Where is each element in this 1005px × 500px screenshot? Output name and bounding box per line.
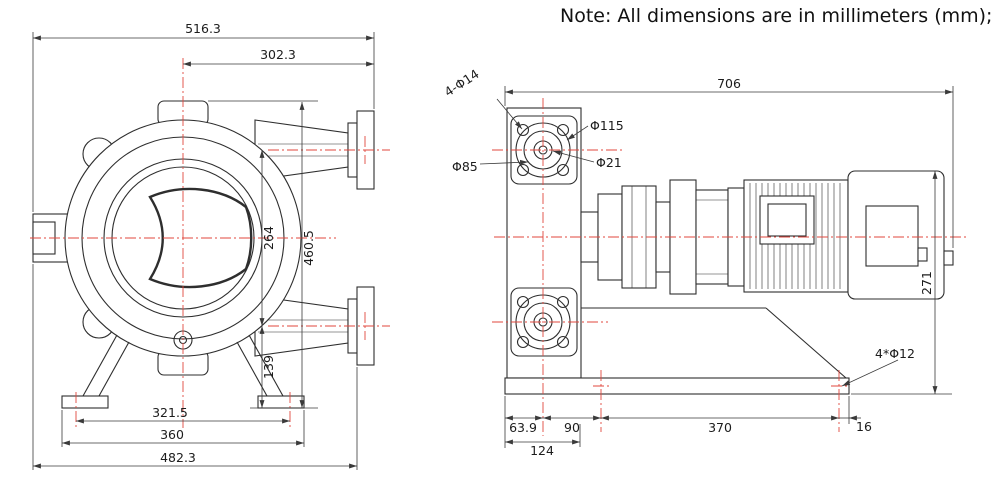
dim-flange-to-hole: 90 — [564, 420, 580, 435]
dim-base-height: 271 — [919, 271, 934, 295]
fan-cover — [847, 170, 954, 300]
side-centerlines — [492, 98, 968, 436]
dim-flange-to-center: 302.3 — [260, 47, 296, 62]
dim-overall-length: 706 — [717, 76, 741, 91]
dim-port-spacing: 264 — [261, 226, 276, 250]
label-shaft-diameter: Φ21 — [596, 155, 622, 170]
front-dimensions: 516.3 302.3 264 460.5 139 321.5 360 482.… — [32, 21, 375, 470]
pump-head — [506, 107, 582, 379]
dim-lower-port: 139 — [261, 355, 276, 379]
side-view: 706 271 63.9 90 370 16 124 4-Φ14 Φ — [441, 66, 968, 458]
dim-foot-bolt-span: 321.5 — [152, 405, 188, 420]
label-flange-bolt-holes: 4-Φ14 — [441, 66, 481, 99]
label-bolt-circle-diameter: Φ85 — [452, 159, 478, 174]
gearbox — [580, 179, 729, 295]
label-base-mounting-holes: 4*Φ12 — [875, 346, 915, 361]
units-note: Note: All dimensions are in millimeters … — [560, 5, 992, 27]
pressing-shoe — [148, 187, 253, 289]
dim-overall-height: 460.5 — [301, 230, 316, 266]
dim-edge-to-flange: 63.9 — [509, 420, 537, 435]
dim-base-width: 482.3 — [160, 450, 196, 465]
dim-hole-spacing: 370 — [708, 420, 732, 435]
label-flange-diameter: Φ115 — [590, 118, 624, 133]
dim-foot-outer-span: 360 — [160, 427, 184, 442]
side-dimensions: 706 271 63.9 90 370 16 124 — [504, 76, 954, 458]
dim-overall-width: 516.3 — [185, 21, 221, 36]
front-centerlines — [30, 58, 390, 430]
front-view: 516.3 302.3 264 460.5 139 321.5 360 482.… — [30, 21, 390, 470]
base-plate — [504, 307, 850, 395]
pump-feet — [61, 334, 305, 409]
motor — [727, 179, 849, 293]
dim-hole-to-edge: 16 — [856, 419, 872, 434]
dim-pedestal-length: 124 — [530, 443, 554, 458]
